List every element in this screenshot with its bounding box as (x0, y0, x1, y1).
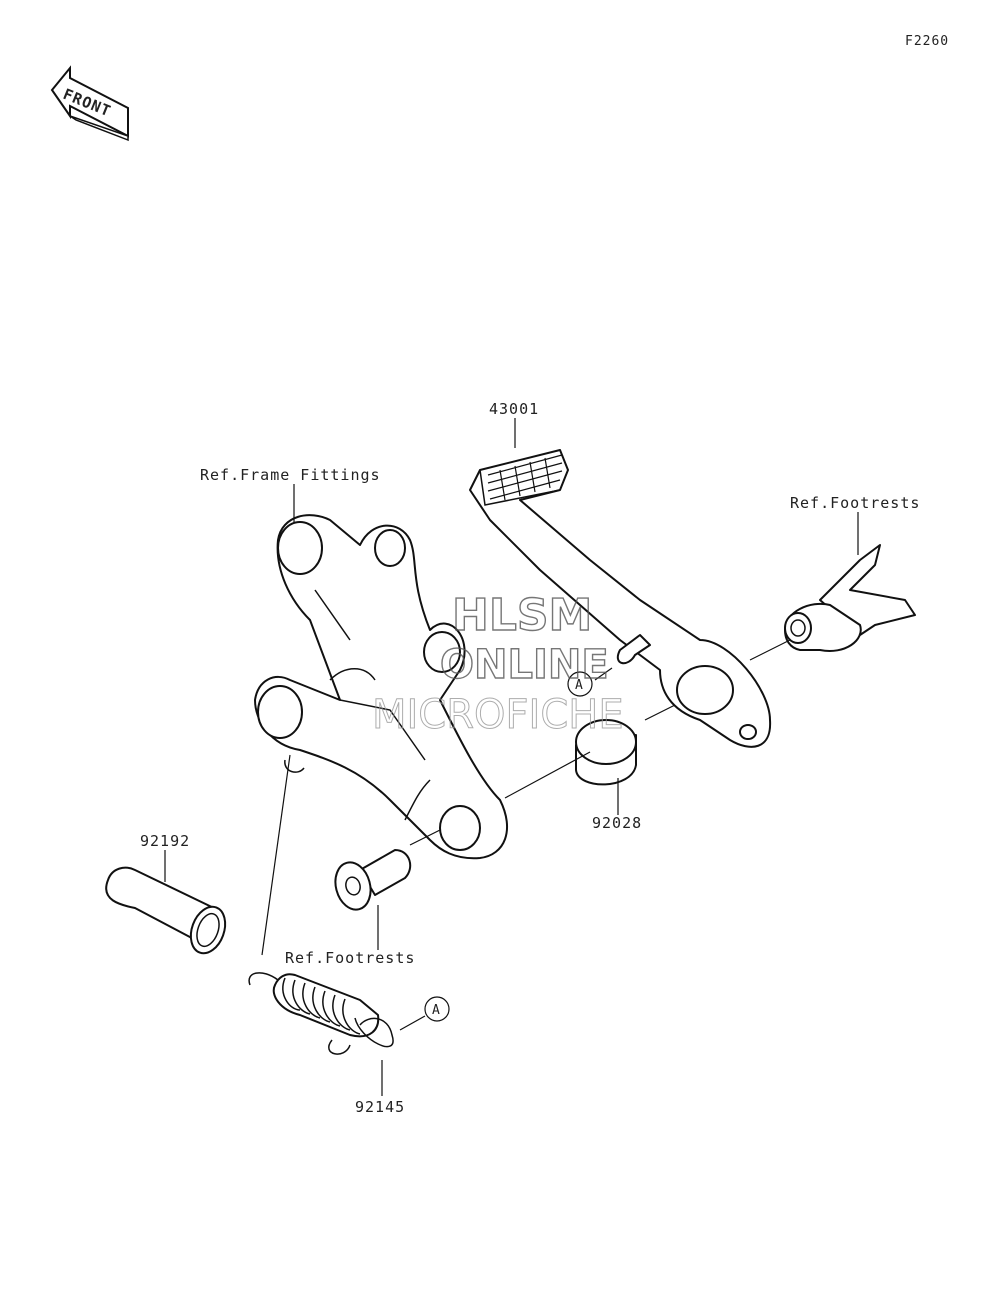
callout-43001: 43001 (489, 400, 539, 418)
spring-92145 (248, 972, 394, 1055)
front-arrow-icon: FRONT (50, 65, 129, 142)
callout-92145: 92145 (355, 1098, 405, 1116)
marker-a-bottom: A (424, 996, 450, 1022)
callout-ref-footrests-top: Ref.Footrests (790, 494, 920, 512)
callout-ref-frame-fittings: Ref.Frame Fittings (200, 466, 381, 484)
figure-code: F2260 (905, 34, 949, 49)
callout-ref-footrests-bottom: Ref.Footrests (285, 949, 415, 967)
brake-pedal (469, 449, 772, 748)
svg-text:HLSM: HLSM (452, 590, 592, 641)
pedal-bracket (254, 514, 509, 860)
svg-text:MICROFICHE: MICROFICHE (372, 692, 624, 738)
leader-lines (164, 418, 859, 1096)
callout-92192: 92192 (140, 832, 190, 850)
pedal-tread (487, 454, 563, 501)
collar-92028 (575, 719, 637, 786)
footrest-bolt (334, 849, 412, 911)
footrest-clevis (784, 544, 916, 652)
collar-92192 (105, 866, 227, 955)
svg-text:ONLINE: ONLINE (440, 642, 609, 688)
svg-text:A: A (575, 678, 584, 693)
marker-a-top: A (567, 671, 593, 697)
svg-text:A: A (432, 1003, 441, 1018)
watermark: HLSM ONLINE MICROFICHE (372, 589, 625, 738)
callout-92028: 92028 (592, 814, 642, 832)
